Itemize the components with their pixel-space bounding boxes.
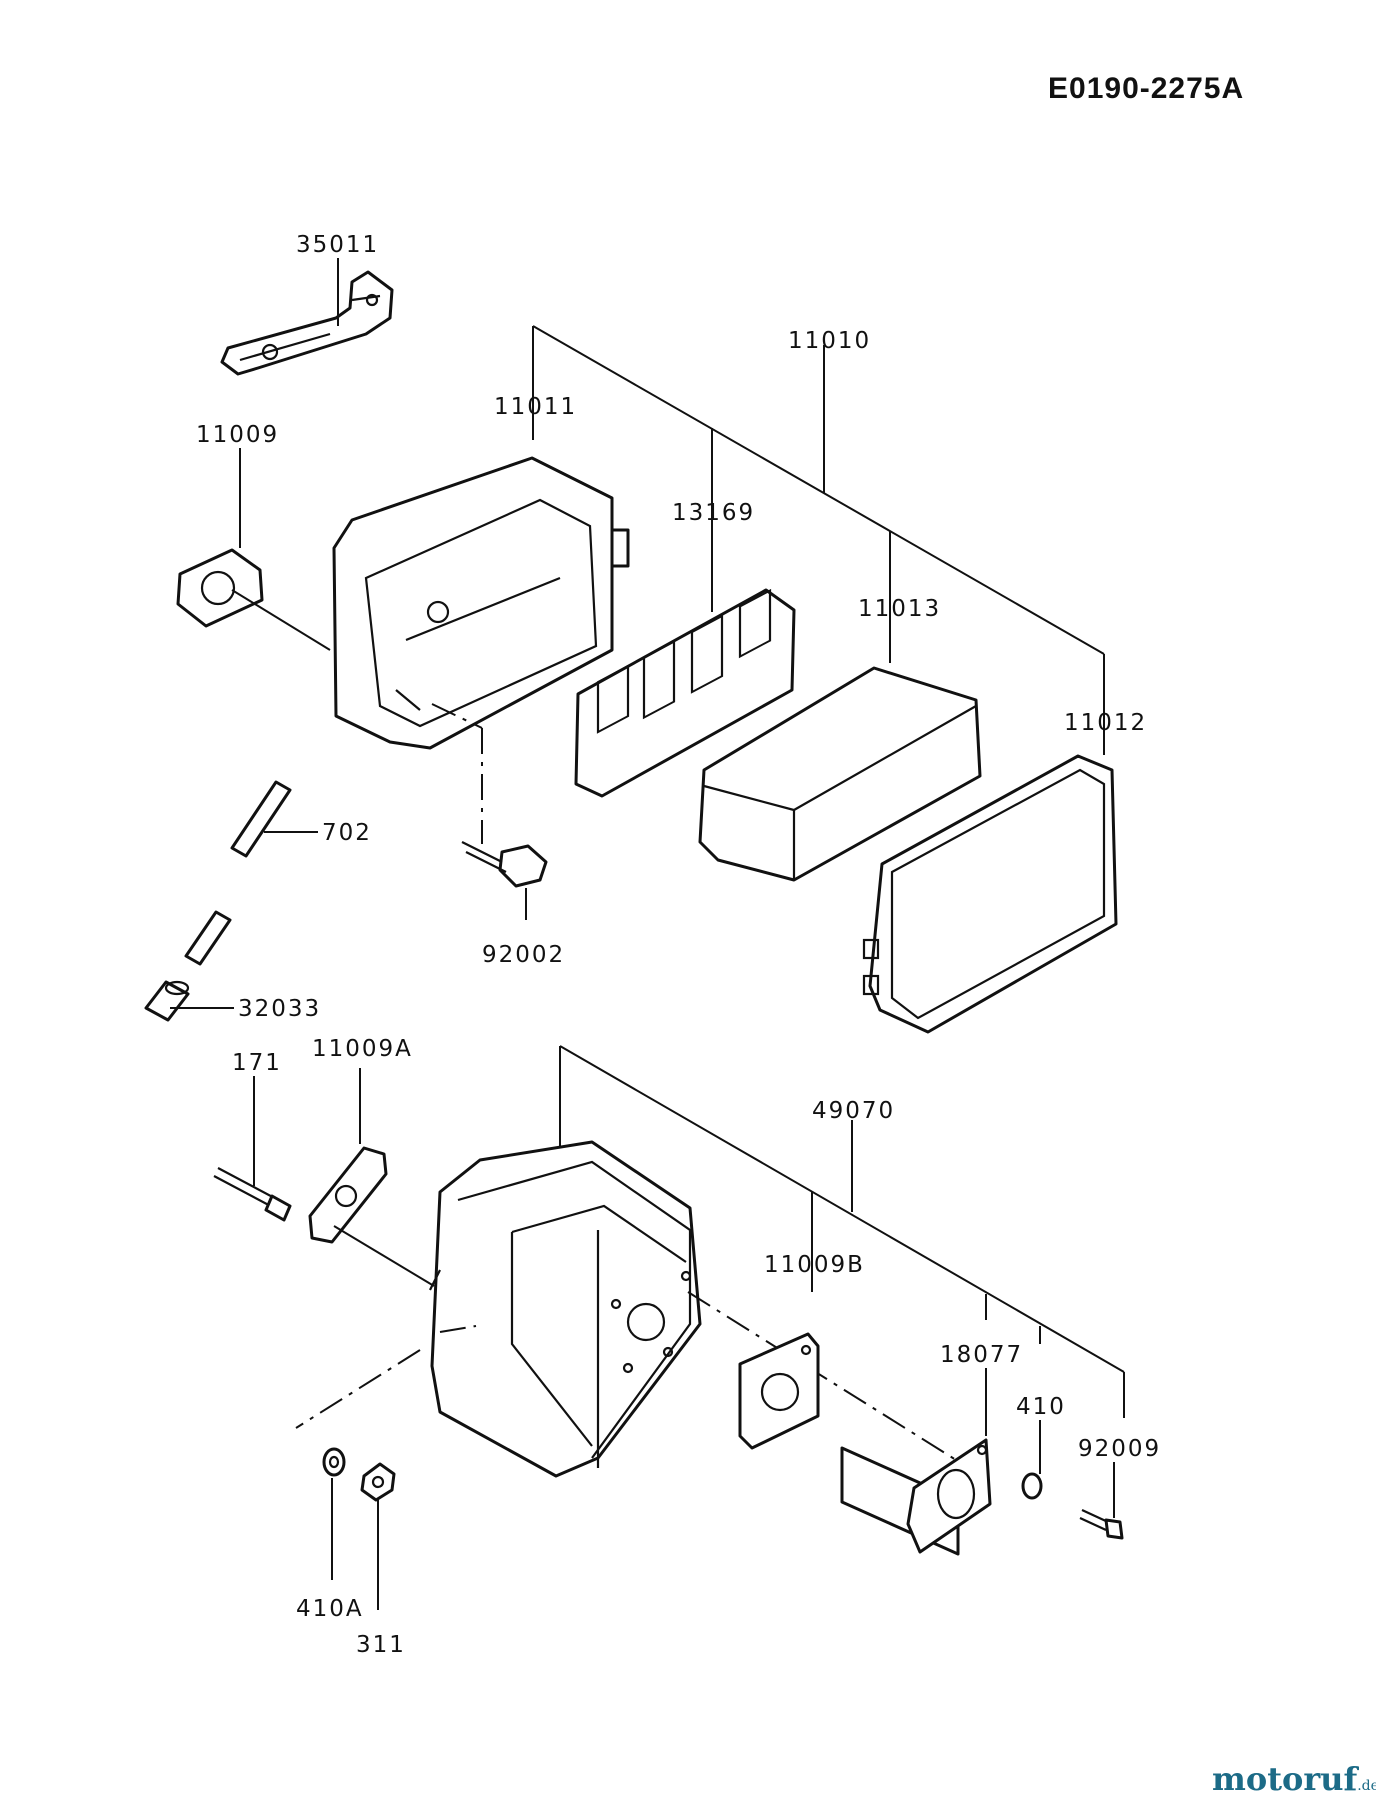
label-410: 410	[1016, 1394, 1066, 1420]
label-11009B: 11009B	[764, 1252, 865, 1278]
label-11009: 11009	[196, 422, 279, 448]
label-92009: 92009	[1078, 1436, 1161, 1462]
watermark-logo: motoruf.de	[1212, 1760, 1376, 1798]
label-13169: 13169	[672, 500, 755, 526]
muffler-body	[429, 1140, 702, 1478]
label-410A: 410A	[296, 1596, 364, 1622]
washer-410A: 410A	[296, 1447, 364, 1622]
label-11012: 11012	[1064, 710, 1147, 736]
gasket-11009B: 11009B	[738, 1252, 865, 1450]
label-311: 311	[356, 1632, 406, 1658]
bolt-92002: 92002	[461, 841, 565, 968]
gasket-11009A: 11009A	[308, 1036, 435, 1287]
label-11011: 11011	[494, 394, 577, 420]
screw-92009: 92009	[1078, 1436, 1161, 1540]
case-11011: 11011	[332, 394, 630, 750]
stud-171: 171	[213, 1050, 292, 1222]
cover-11012: 11012 11010	[788, 328, 1147, 1034]
gasket-11009: 11009	[176, 422, 331, 651]
label-18077: 18077	[940, 1342, 1023, 1368]
assembly-bracket-lines	[532, 325, 1105, 755]
bolt-dash-line	[431, 703, 483, 729]
watermark-brand: motoruf	[1212, 1760, 1359, 1798]
nut-311: 311	[356, 1462, 406, 1658]
muffler-dash-c	[687, 1291, 973, 1471]
label-92002: 92002	[482, 942, 565, 968]
label-32033: 32033	[238, 996, 321, 1022]
label-11009A: 11009A	[312, 1036, 413, 1062]
label-11013: 11013	[858, 596, 941, 622]
muffler-dash-a	[439, 1325, 477, 1333]
exhaust-pipe-18077: 18077	[840, 1342, 1023, 1556]
element-11013: 11013	[698, 596, 982, 882]
label-49070: 49070	[812, 1098, 895, 1124]
hose-702: 702	[184, 780, 372, 966]
muffler-bracket-lines: 49070	[559, 1045, 1125, 1418]
bracket-part: 35011	[220, 232, 394, 376]
label-171: 171	[232, 1050, 282, 1076]
washer-410: 410	[1016, 1394, 1066, 1500]
watermark-tld: .de	[1357, 1778, 1376, 1794]
label-35011: 35011	[296, 232, 379, 258]
muffler-dash-b	[295, 1349, 421, 1429]
label-11010: 11010	[788, 328, 871, 354]
drawing-code: E0190-2275A	[1048, 72, 1244, 105]
pipe-joint-32033: 32033	[144, 980, 321, 1022]
label-702: 702	[322, 820, 372, 846]
element-seal-13169: 13169	[574, 500, 796, 798]
